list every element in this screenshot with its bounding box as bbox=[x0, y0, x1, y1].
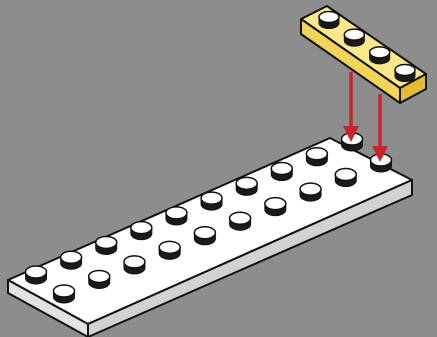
white-plate-stud-r1-c1 bbox=[24, 265, 48, 285]
white-plate-stud-r1-c3 bbox=[94, 235, 118, 255]
yellow-plate-studs bbox=[318, 10, 416, 82]
white-plate-front-face bbox=[7, 279, 89, 337]
white-plate-stud-r1-c2 bbox=[59, 250, 83, 270]
white-plate-stud-r2-c5 bbox=[193, 226, 217, 246]
yellow-plate bbox=[300, 5, 427, 104]
white-plate-stud-r2-c4 bbox=[158, 240, 181, 260]
white-plate-stud-r1-c7 bbox=[235, 176, 258, 196]
white-plate-stud-r2-c8 bbox=[299, 182, 322, 202]
white-plate-stud-r2-c6 bbox=[228, 211, 252, 231]
yellow-plate-stud-2 bbox=[343, 28, 366, 47]
white-plate-stud-r2-c3 bbox=[123, 255, 146, 275]
white-plate-stud-r1-c9 bbox=[305, 147, 329, 167]
yellow-plate-stud-1 bbox=[318, 10, 340, 29]
white-plate-stud-r2-c7 bbox=[264, 196, 287, 217]
white-plate-stud-r1-c5 bbox=[165, 206, 188, 226]
yellow-plate-side-face bbox=[399, 73, 427, 104]
yellow-plate-stud-4 bbox=[394, 63, 416, 82]
arrow-1-head bbox=[343, 126, 359, 142]
white-plate-stud-r1-c8 bbox=[270, 161, 294, 182]
insertion-arrows bbox=[343, 72, 388, 162]
white-plate-stud-r2-c2 bbox=[87, 269, 111, 289]
white-plate-side-face bbox=[87, 179, 413, 337]
white-plate-stud-r1-c6 bbox=[200, 191, 223, 211]
white-plate-stud-r1-c4 bbox=[130, 220, 153, 241]
arrow-2-head bbox=[372, 146, 388, 162]
yellow-plate-stud-3 bbox=[368, 46, 391, 65]
white-plate-stud-r2-c1 bbox=[52, 284, 76, 304]
white-plate-stud-r2-c9 bbox=[334, 167, 358, 188]
